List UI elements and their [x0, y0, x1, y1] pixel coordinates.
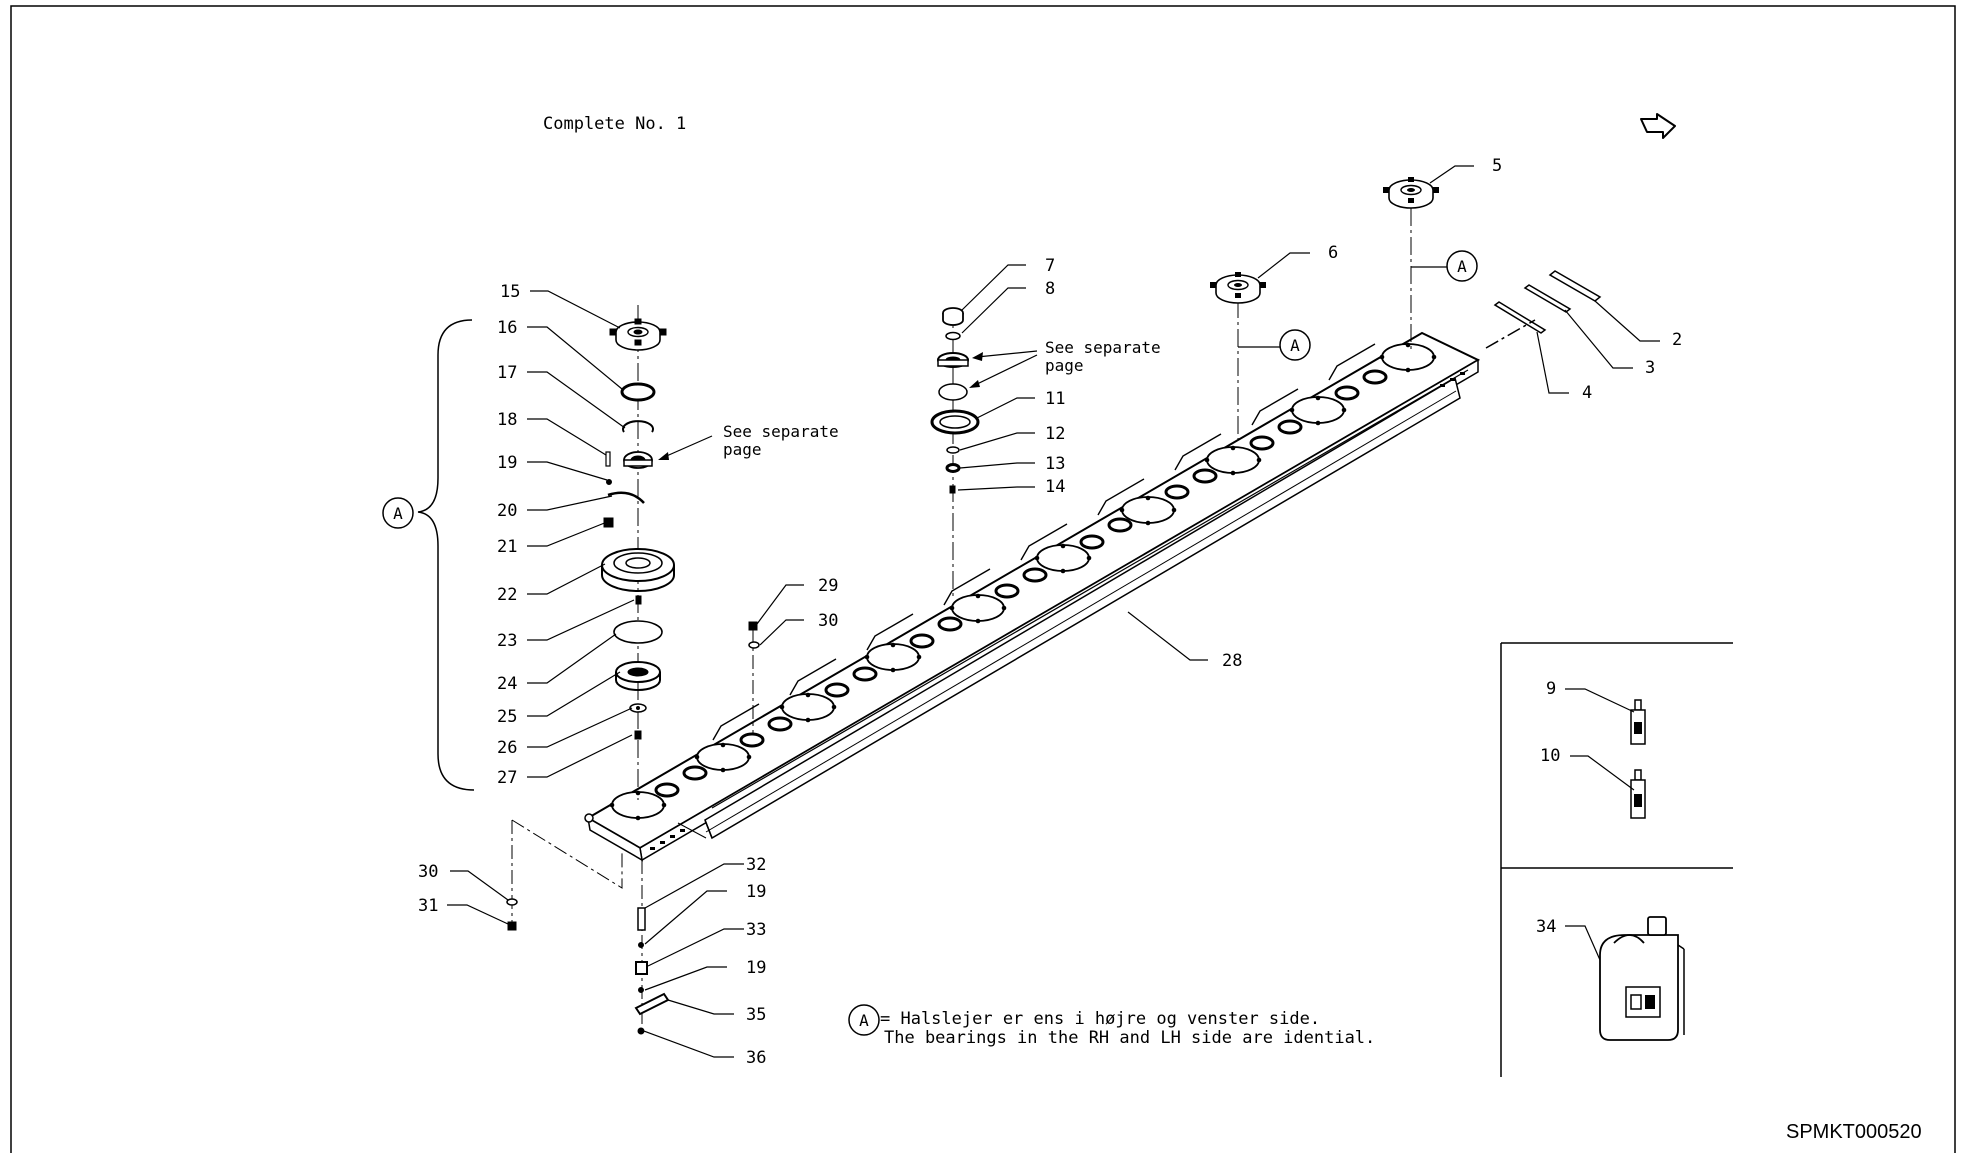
hub-6: [1209, 271, 1267, 440]
cutter-bar-bolt-dots: [609, 342, 1437, 821]
part-label-34: 34: [1536, 917, 1556, 937]
drawing-code: SPMKT000520: [1786, 1121, 1922, 1143]
svg-text:4: 4: [1582, 383, 1592, 403]
svg-text:19: 19: [497, 453, 517, 473]
canister-icon: [1599, 916, 1685, 1041]
svg-text:22: 22: [497, 585, 517, 605]
svg-text:See separate: See separate: [1045, 338, 1161, 357]
svg-text:29: 29: [818, 576, 838, 596]
svg-text:2: 2: [1672, 330, 1682, 350]
svg-text:page: page: [1045, 356, 1084, 375]
center-bearing-assembly: [930, 307, 980, 600]
cutter-bar-end-slots: [584, 372, 1465, 850]
svg-text:31: 31: [418, 896, 438, 916]
arrow-right-outline-icon: [1640, 113, 1676, 139]
rods-2-3-4: [1485, 270, 1602, 349]
svg-text:27: 27: [497, 768, 517, 788]
tube-bottle-icon: [1630, 699, 1646, 745]
svg-text:page: page: [723, 440, 762, 459]
svg-text:A: A: [1290, 336, 1300, 355]
svg-text:16: 16: [497, 318, 517, 338]
drawing-frame: [10, 5, 1956, 1158]
note-line-2: The bearings in the RH and LH side are i…: [884, 1028, 1375, 1048]
svg-text:7: 7: [1045, 256, 1055, 276]
svg-text:17: 17: [497, 363, 517, 383]
svg-text:3: 3: [1645, 358, 1655, 378]
svg-text:19: 19: [746, 882, 766, 902]
part-label-9: 9: [1546, 679, 1556, 699]
svg-text:8: 8: [1045, 279, 1055, 299]
svg-text:A: A: [393, 504, 403, 523]
svg-text:19: 19: [746, 958, 766, 978]
svg-text:28: 28: [1222, 651, 1242, 671]
lower-bolt-stack: [634, 860, 670, 1035]
see-separate-page-center: See separate page: [969, 338, 1161, 388]
svg-text:18: 18: [497, 410, 517, 430]
part-number-labels: 5 6 2 3 4 7 8 11 12 13 14 15 16 17 18 19…: [418, 156, 1682, 1068]
cutter-bar-small-holes: [654, 369, 1388, 798]
lower-left-fasteners: [506, 819, 623, 931]
svg-text:14: 14: [1045, 477, 1065, 497]
note-line-1: = Halslejer er ens i højre og venster si…: [880, 1009, 1320, 1029]
part-label-10: 10: [1540, 746, 1560, 766]
svg-text:23: 23: [497, 631, 517, 651]
svg-text:5: 5: [1492, 156, 1502, 176]
consumables-inset: 9 10 34: [1500, 642, 1733, 1077]
bearing-note: A = Halslejer er ens i højre og venster …: [848, 1004, 1375, 1048]
assembly-marker-a-left: A: [382, 497, 414, 529]
svg-text:36: 36: [746, 1048, 766, 1068]
svg-text:12: 12: [1045, 424, 1065, 444]
svg-text:See separate: See separate: [723, 422, 839, 441]
svg-text:30: 30: [818, 611, 838, 631]
hub-5: [1382, 176, 1440, 350]
svg-text:20: 20: [497, 501, 517, 521]
svg-text:33: 33: [746, 920, 766, 940]
leader-lines: [447, 165, 1660, 1058]
tube-bottle-icon: [1630, 769, 1646, 819]
svg-text:11: 11: [1045, 389, 1065, 409]
svg-text:26: 26: [497, 738, 517, 758]
assembly-marker-a-hub5: A: [1411, 250, 1478, 282]
note-marker: A: [859, 1011, 869, 1030]
assembly-brace: [417, 319, 475, 791]
svg-text:6: 6: [1328, 243, 1338, 263]
complete-number-label: Complete No. 1: [543, 114, 686, 134]
svg-text:21: 21: [497, 537, 517, 557]
svg-text:30: 30: [418, 862, 438, 882]
see-separate-page-left: See separate page: [658, 422, 839, 460]
svg-text:13: 13: [1045, 454, 1065, 474]
svg-text:A: A: [1457, 257, 1467, 276]
cutter-bar-guards: [712, 343, 1376, 741]
svg-text:24: 24: [497, 674, 517, 694]
parts-29-30: [748, 621, 760, 735]
svg-text:32: 32: [746, 855, 766, 875]
svg-text:35: 35: [746, 1005, 766, 1025]
left-bearing-assembly: [601, 305, 675, 800]
svg-text:15: 15: [500, 282, 520, 302]
assembly-marker-a-hub6: A: [1238, 329, 1311, 361]
svg-text:25: 25: [497, 707, 517, 727]
